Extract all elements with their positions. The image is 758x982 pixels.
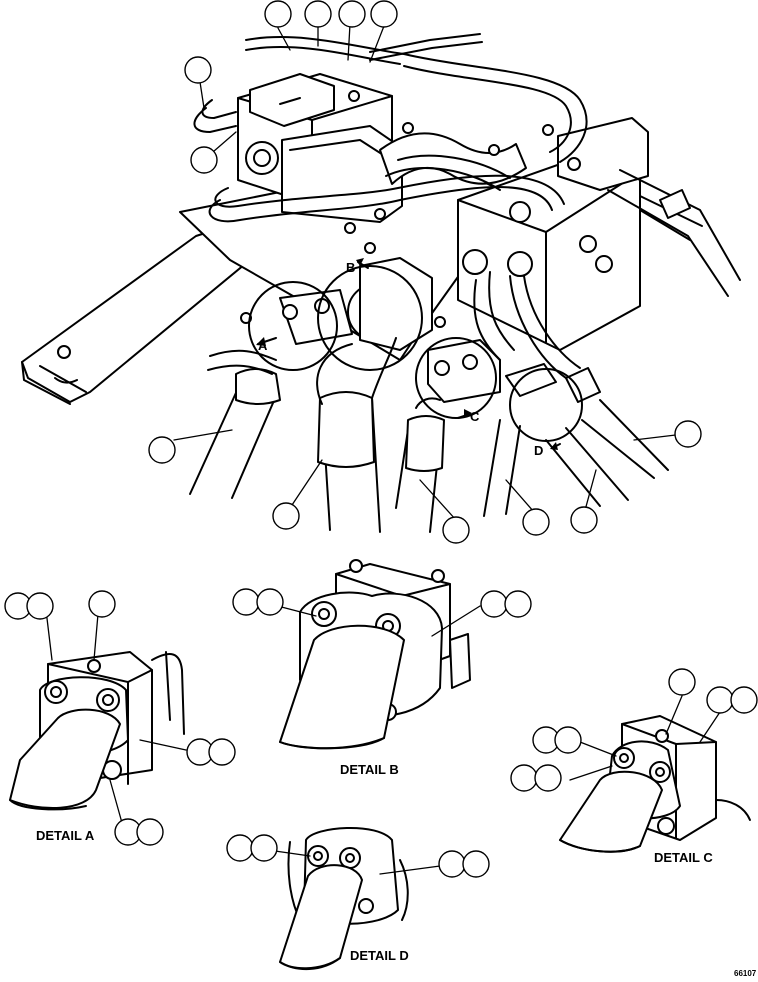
callout-circle	[226, 834, 254, 862]
main-assembly-illustration	[21, 33, 741, 533]
callout-circle	[674, 420, 702, 448]
callout-circle	[370, 0, 398, 28]
callout-circle	[272, 502, 300, 530]
callouts	[4, 0, 758, 878]
detail-d-caption: DETAIL D	[350, 948, 409, 963]
detail-marker-d: D	[534, 443, 543, 458]
detail-circle-a	[248, 281, 338, 371]
callout-circle	[730, 686, 758, 714]
callout-circle	[208, 738, 236, 766]
detail-c-caption: DETAIL C	[654, 850, 713, 865]
callout-circle	[250, 834, 278, 862]
callout-circle	[462, 850, 490, 878]
detail-circle-c	[415, 337, 497, 419]
callout-circle	[264, 0, 292, 28]
callout-circle	[554, 726, 582, 754]
detail-c-illustration	[559, 695, 751, 853]
detail-circle-b	[317, 265, 423, 371]
callout-circle	[338, 0, 366, 28]
callout-circle	[534, 764, 562, 792]
callout-circle	[522, 508, 550, 536]
detail-marker-c: C	[470, 409, 480, 424]
detail-marker-b: B	[346, 260, 355, 275]
detail-b-illustration	[269, 559, 481, 750]
callout-circle	[232, 588, 260, 616]
callout-circle	[136, 818, 164, 846]
callout-circle	[26, 592, 54, 620]
callout-circle	[304, 0, 332, 28]
callout-circle	[88, 590, 116, 618]
figure-id: 66107	[734, 969, 757, 978]
detail-d-illustration	[267, 826, 441, 971]
detail-circles	[248, 265, 583, 442]
detail-a-illustration	[9, 609, 187, 831]
callout-circle	[570, 506, 598, 534]
detail-marker-a: A	[258, 338, 268, 353]
callout-circle	[256, 588, 284, 616]
callout-circle	[184, 56, 212, 84]
detail-b-caption: DETAIL B	[340, 762, 399, 777]
callout-circle	[510, 764, 538, 792]
detail-markers: A B C D	[256, 258, 561, 458]
callout-circle	[438, 850, 466, 878]
detail-circle-d	[509, 368, 583, 442]
detail-a-caption: DETAIL A	[36, 828, 95, 843]
callout-circle	[480, 590, 508, 618]
callout-circle	[504, 590, 532, 618]
callout-circle	[668, 668, 696, 696]
callout-circle	[706, 686, 734, 714]
callout-circle	[190, 146, 218, 174]
callout-circle	[148, 436, 176, 464]
callout-circle	[442, 516, 470, 544]
